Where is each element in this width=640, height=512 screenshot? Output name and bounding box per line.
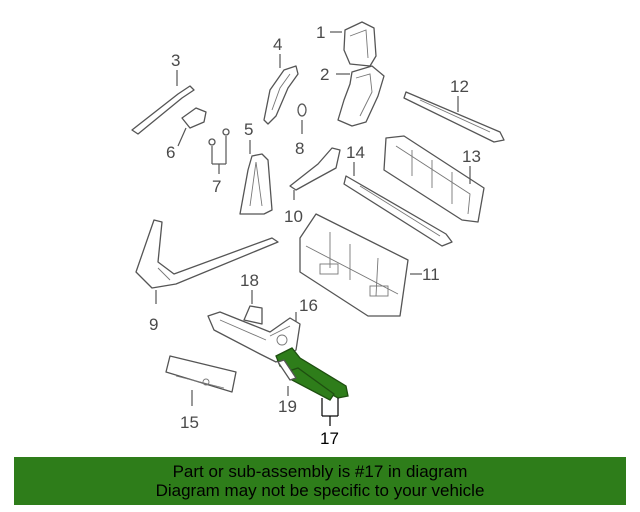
callout-13: 13 <box>462 147 481 166</box>
part-13-rear-panel[interactable] <box>383 135 485 223</box>
callout-8: 8 <box>295 139 304 158</box>
part-1-pillar-cover[interactable] <box>343 21 377 67</box>
callout-10: 10 <box>284 207 303 226</box>
callout-1: 1 <box>316 23 325 42</box>
callout-9: 9 <box>149 315 158 334</box>
part-18-bracket[interactable] <box>243 305 263 325</box>
callout-19: 19 <box>278 397 297 416</box>
callout-16: 16 <box>299 296 318 315</box>
banner-line-2: Diagram may not be specific to your vehi… <box>155 481 485 500</box>
callout-2: 2 <box>320 65 329 84</box>
part-16-seat-frame[interactable] <box>207 311 301 363</box>
part-10-step-trim[interactable] <box>289 147 341 191</box>
callout-15: 15 <box>180 413 199 432</box>
banner-line-1: Part or sub-assembly is #17 in diagram <box>172 462 468 481</box>
part-12-rail[interactable] <box>403 91 505 143</box>
parts-diagram: 1 2 3 4 6 7 8 5 <box>131 21 505 448</box>
callout-17: 17 <box>320 429 339 448</box>
callout-3: 3 <box>171 51 180 70</box>
callout-6: 6 <box>166 143 175 162</box>
callout-11: 11 <box>422 265 440 284</box>
info-banner: Part or sub-assembly is #17 in diagram D… <box>14 457 626 505</box>
callout-4: 4 <box>273 35 282 54</box>
part-2-pillar-trim[interactable] <box>337 65 385 127</box>
part-6-handle[interactable] <box>181 107 207 129</box>
callout-14: 14 <box>346 143 365 162</box>
callout-18: 18 <box>240 271 259 290</box>
part-5-pillar-trim[interactable] <box>239 153 273 215</box>
callout-12: 12 <box>450 77 469 96</box>
part-14-lower-rail[interactable] <box>343 175 453 247</box>
callout-5: 5 <box>244 120 253 139</box>
part-7-clips[interactable] <box>208 128 230 146</box>
part-9-sill-plate[interactable] <box>135 219 279 289</box>
part-8-plug[interactable] <box>297 103 307 117</box>
part-4-pillar-trim[interactable] <box>263 65 299 125</box>
part-3-molding[interactable] <box>131 85 195 135</box>
callout-7: 7 <box>212 177 221 196</box>
part-15-step-pad[interactable] <box>165 355 237 393</box>
part-11-back-panel[interactable] <box>299 213 409 317</box>
part-19-rail[interactable] <box>277 359 297 381</box>
